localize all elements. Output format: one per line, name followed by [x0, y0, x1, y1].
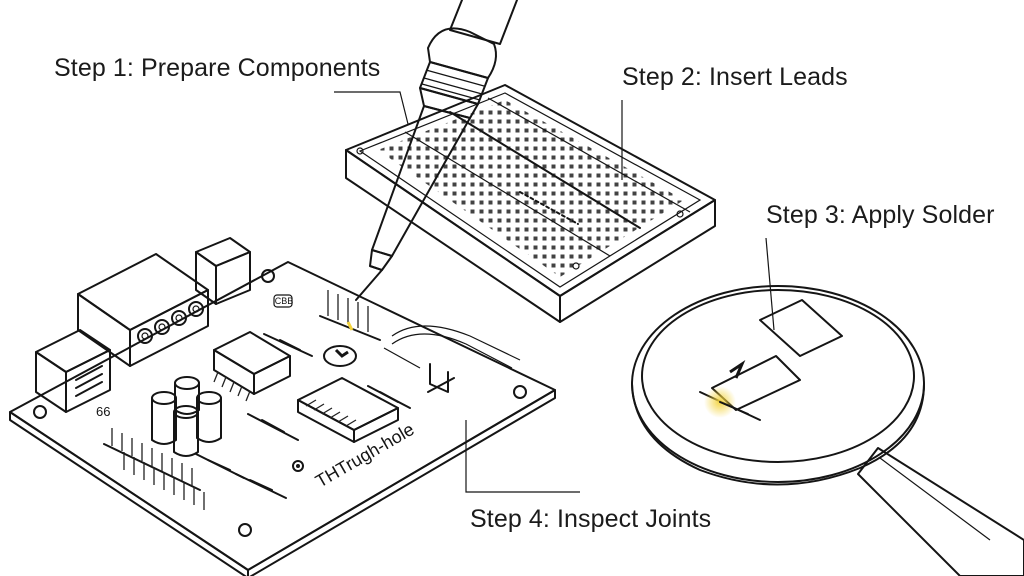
pin-header-top: [319, 290, 381, 341]
callout-leaders: [334, 91, 775, 493]
breadboard: [345, 84, 716, 323]
soldering-iron: [355, 0, 518, 301]
step-3-label: Step 3: Apply Solder: [766, 201, 995, 229]
capacitor-group: [151, 376, 222, 457]
pin-header-front: [103, 428, 205, 510]
step-4-label: Step 4: Inspect Joints: [470, 505, 712, 533]
corner-marking: 66: [96, 404, 110, 419]
chip-marking: CBB: [275, 296, 294, 306]
step-2-label: Step 2: Insert Leads: [622, 63, 848, 91]
step-1-label: Step 1: Prepare Components: [54, 54, 381, 82]
magnifier: [631, 285, 1024, 576]
